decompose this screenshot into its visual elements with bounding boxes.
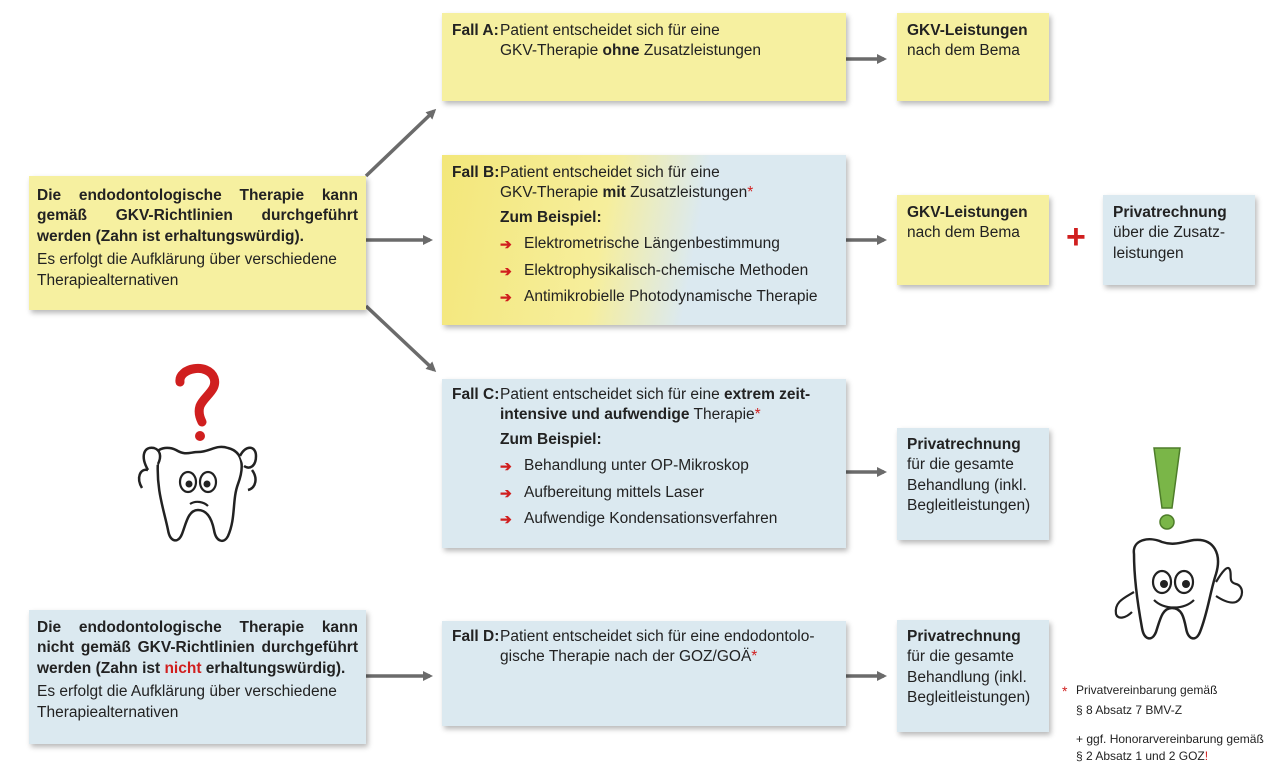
red-arrow-icon: ➔ (500, 236, 512, 253)
not-emphasis: nicht (164, 659, 202, 677)
fall-c-box: Fall C: Patient entscheidet sich für ein… (442, 379, 846, 548)
result-b-title: GKV-Leistungen (907, 204, 1028, 221)
fall-a-label: Fall A: (452, 22, 499, 39)
result-d-title: Privatrechnung (907, 628, 1021, 645)
result-a-title: GKV-Leistungen (907, 22, 1028, 39)
condition-treatable-box: Die endodontologische Therapie kann gemä… (29, 176, 366, 310)
result-d-text: für die gesamte Behandlung (inkl. Beglei… (907, 648, 1031, 707)
list-item: ➔Behandlung unter OP-Mikroskop (500, 457, 749, 475)
result-a-text: nach dem Bema (907, 42, 1020, 60)
result-c-box: Privatrechnung für die gesamte Behandlun… (897, 428, 1049, 540)
red-arrow-icon: ➔ (500, 289, 512, 306)
result-b-box: GKV-Leistungen nach dem Bema (897, 195, 1049, 285)
condition-not-treatable-note: Es erfolgt die Aufklärung über verschied… (37, 683, 337, 721)
fall-a-box: Fall A: Patient entscheidet sich für ein… (442, 13, 846, 101)
list-item: ➔Aufwendige Kondensationsverfahren (500, 510, 778, 528)
asterisk-mark: * (754, 406, 761, 424)
result-b-text: nach dem Bema (907, 224, 1020, 242)
confused-tooth-icon (137, 364, 258, 543)
fall-c-example-list: ➔Behandlung unter OP-Mikroskop ➔Aufberei… (500, 456, 838, 529)
red-arrow-icon: ➔ (500, 511, 512, 528)
fall-b-example-list: ➔Elektrometrische Längenbestimmung ➔Elek… (500, 234, 838, 307)
red-arrow-icon: ➔ (500, 484, 512, 501)
fall-d-label: Fall D: (452, 628, 500, 645)
result-c-title: Privatrechnung (907, 436, 1021, 453)
result-b-private-text: über die Zusatz-leistungen (1113, 224, 1225, 262)
fall-b-label: Fall B: (452, 164, 500, 181)
footnote: * Privatvereinbarung gemäß § 8 Absatz 7 … (1062, 683, 1264, 763)
condition-not-treatable-bold: Die endodontologische Therapie kann nich… (37, 619, 358, 677)
fall-b-box: Fall B: Patient entscheidet sich für ein… (442, 155, 846, 325)
list-item: ➔Elektrophysikalisch-chemische Methoden (500, 261, 809, 279)
happy-tooth-icon (1114, 447, 1244, 640)
list-item: ➔Elektrometrische Längenbestimmung (500, 235, 780, 253)
condition-treatable-bold: Die endodontologische Therapie kann gemä… (37, 187, 358, 245)
footnote-asterisk: * (1062, 683, 1068, 699)
fall-d-box: Fall D: Patient entscheidet sich für ein… (442, 621, 846, 726)
exclamation-mark-icon (1153, 447, 1181, 530)
result-c-text: für die gesamte Behandlung (inkl. Beglei… (907, 456, 1031, 515)
fall-c-example-title: Zum Beispiel: (500, 430, 602, 448)
asterisk-mark: * (747, 184, 754, 202)
arrow-to-fall-a (364, 108, 437, 178)
asterisk-mark: * (751, 648, 758, 666)
arrow-to-fall-c (364, 304, 437, 373)
red-arrow-icon: ➔ (500, 458, 512, 475)
condition-treatable-note: Es erfolgt die Aufklärung über verschied… (37, 251, 337, 289)
condition-not-treatable-box: Die endodontologische Therapie kann nich… (29, 610, 366, 744)
question-mark-icon (175, 364, 220, 441)
fall-c-label: Fall C: (452, 386, 500, 403)
list-item: ➔Antimikrobielle Photodynamische Therapi… (500, 288, 818, 306)
fall-b-example-title: Zum Beispiel: (500, 208, 602, 226)
plus-sign: + (1066, 218, 1086, 256)
red-arrow-icon: ➔ (500, 262, 512, 279)
result-b-private-title: Privatrechnung (1113, 204, 1227, 221)
result-a-box: GKV-Leistungen nach dem Bema (897, 13, 1049, 101)
result-d-box: Privatrechnung für die gesamte Behandlun… (897, 620, 1049, 732)
list-item: ➔Aufbereitung mittels Laser (500, 483, 705, 501)
result-b-private-box: Privatrechnung über die Zusatz-leistunge… (1103, 195, 1255, 285)
